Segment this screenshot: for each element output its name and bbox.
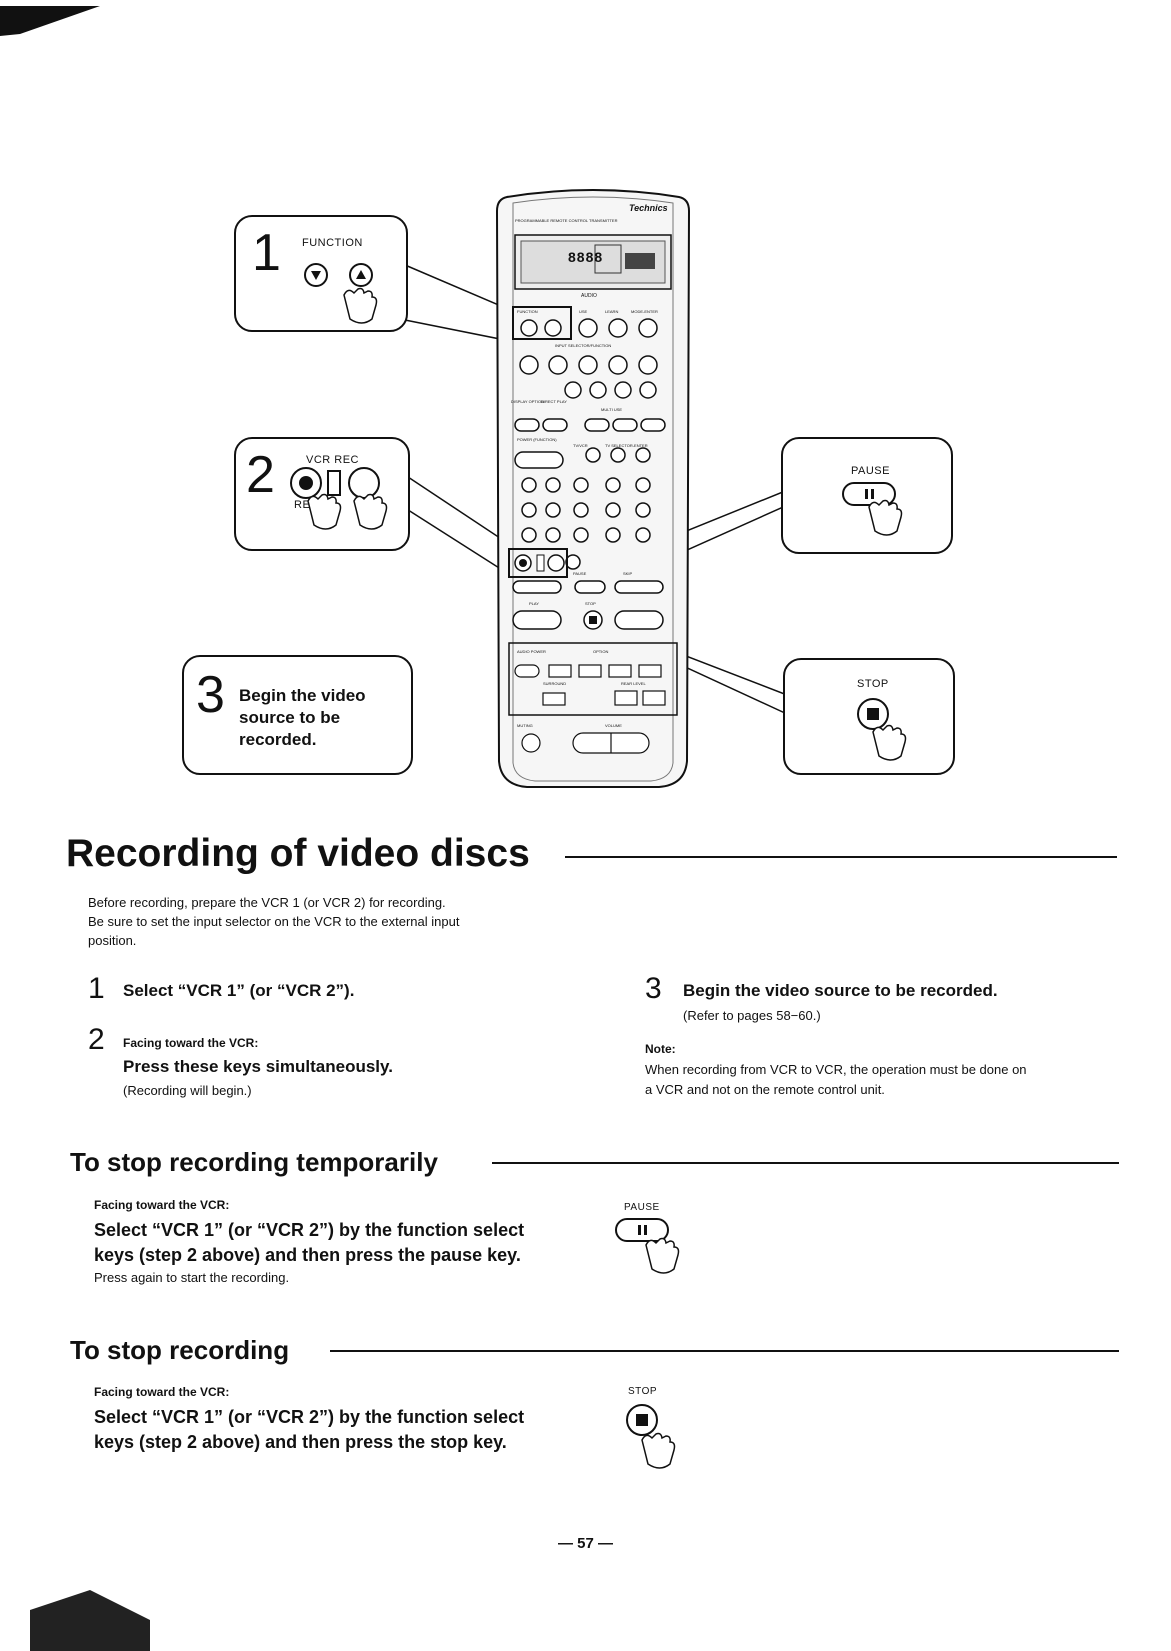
remote-learn-label: LEARN [605, 309, 619, 314]
stop-line2: keys (step 2 above) and then press the s… [94, 1432, 507, 1452]
remote-use-label: USE [579, 309, 588, 314]
vcr-rec-label: VCR REC [306, 454, 360, 466]
remote-pause-label: PAUSE [573, 571, 587, 576]
stop-label: STOP [857, 678, 889, 690]
stop-line1: Select “VCR 1” (or “VCR 2”) by the funct… [94, 1407, 525, 1427]
pause-section-rule [492, 1162, 1119, 1164]
stop-section-rule [330, 1350, 1119, 1352]
remote-stop-label: STOP [585, 601, 596, 606]
step3-number: 3 [645, 972, 662, 1005]
step1-title: Select “VCR 1” (or “VCR 2”). [123, 981, 355, 1000]
callout-step3: 3 Begin the video source to be recorded. [182, 655, 413, 775]
remote-volume-label: VOLUME [605, 723, 622, 728]
step2-facing: Facing toward the VCR: [123, 1036, 259, 1050]
callout-step2: 2 VCR REC REC [234, 437, 410, 551]
title-rule [565, 856, 1117, 858]
remote-surround-label: SURROUND [543, 681, 567, 686]
page-number: — 57 — [557, 1535, 614, 1552]
pause-section-title: To stop recording temporarily [70, 1147, 438, 1177]
remote-skip-label: SKIP [623, 571, 633, 576]
remote-rear-level-label: REAR LEVEL [621, 681, 646, 686]
remote-tv-vcr-label: TV/VCR [573, 443, 588, 448]
pause-label: PAUSE [851, 465, 890, 477]
pause-key-hand-icon [615, 1218, 680, 1274]
remote-direct-play-label: DIRECT PLAY [541, 399, 567, 404]
callout-step-number: 1 [252, 224, 281, 282]
note-label: Note: [645, 1042, 676, 1056]
remote-brand: Technics [629, 203, 668, 213]
pause-line3: Press again to start the recording. [94, 1270, 290, 1285]
intro-text: Before recording, prepare the VCR 1 (or … [88, 893, 608, 950]
remote-option-label: OPTION [593, 649, 609, 654]
remote-input-selector-label: INPUT SELECTOR/FUNCTION [555, 343, 612, 348]
scan-corner-mark [30, 1590, 150, 1651]
intro-line-3: position. [88, 933, 137, 948]
pause-line2: keys (step 2 above) and then press the p… [94, 1245, 521, 1265]
remote-mode-enter-label: MODE-ENTER [631, 309, 658, 314]
remote-body [495, 189, 691, 788]
step2-note: (Recording will begin.) [123, 1083, 252, 1098]
stop-key-icon [857, 698, 907, 761]
callout3-line1: Begin the video [239, 686, 366, 705]
pause-facing: Facing toward the VCR: [94, 1198, 230, 1212]
callout3-line2: source to be [239, 708, 341, 727]
pause-key-icon [842, 482, 903, 536]
note-line2: a VCR and not on the remote control unit… [645, 1082, 885, 1097]
callout-stop: STOP [783, 658, 955, 775]
intro-line-2: Be sure to set the input selector on the… [88, 914, 460, 929]
remote-function-label: FUNCTION [517, 309, 538, 314]
callout-pause: PAUSE [781, 437, 953, 554]
remote-power-label: POWER (FUNCTION) [517, 437, 557, 442]
remote-diagram: 1 FUNCTION 2 VCR REC REC 3 Begin the vid… [0, 0, 1171, 800]
pause-key-caption: PAUSE [624, 1202, 660, 1213]
page-title: Recording of video discs [66, 832, 530, 875]
stop-section-title: To stop recording [70, 1335, 290, 1365]
stop-facing: Facing toward the VCR: [94, 1385, 230, 1399]
function-keys-icon [304, 263, 378, 324]
function-label: FUNCTION [302, 237, 363, 249]
callout-step-number: 3 [196, 666, 225, 724]
stop-key-hand-icon [626, 1404, 676, 1469]
remote-audio-power-label: AUDIO POWER [517, 649, 546, 654]
step2-number: 2 [88, 1023, 105, 1056]
callout-step1: 1 FUNCTION [234, 215, 408, 332]
callout-step-number: 2 [246, 446, 275, 504]
scan-wedge-mark [0, 6, 100, 36]
remote-muting-label: MUTING [517, 723, 533, 728]
remote-play-label: PLAY [529, 601, 539, 606]
remote-subtitle: PROGRAMMABLE REMOTE CONTROL TRANSMITTER [515, 218, 618, 223]
remote-control: Technics PROGRAMMABLE REMOTE CONTROL TRA… [493, 187, 693, 790]
stop-key-caption: STOP [628, 1386, 658, 1397]
vcr-rec-keys-icon [290, 467, 388, 530]
remote-display-digits: 8888 [568, 249, 604, 265]
remote-audio-label: AUDIO [581, 293, 597, 299]
step3-ref: (Refer to pages 58−60.) [683, 1008, 821, 1023]
step2-title: Press these keys simultaneously. [123, 1057, 393, 1076]
step3-title: Begin the video source to be recorded. [683, 981, 998, 1000]
pause-line1: Select “VCR 1” (or “VCR 2”) by the funct… [94, 1220, 525, 1240]
remote-multi-use-label: MULTI USE [601, 407, 623, 412]
remote-tv-selector-label: TV SELECTOR-ENTER [605, 443, 648, 448]
step1-number: 1 [88, 972, 105, 1005]
note-line1: When recording from VCR to VCR, the oper… [645, 1062, 1027, 1077]
intro-line-1: Before recording, prepare the VCR 1 (or … [88, 895, 446, 910]
remote-display-option-label: DISPLAY OPTION [511, 399, 544, 404]
callout3-line3: recorded. [239, 730, 317, 749]
